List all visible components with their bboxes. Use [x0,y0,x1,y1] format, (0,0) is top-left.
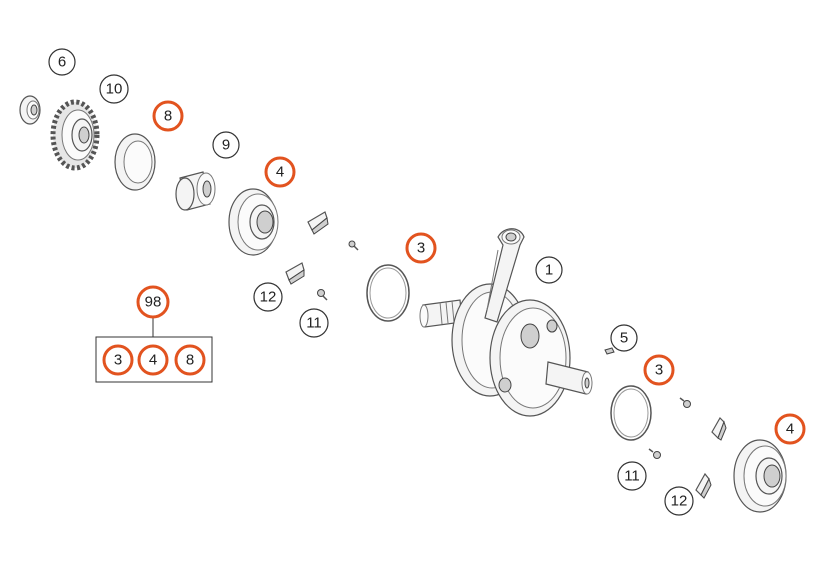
part-gear [50,99,100,171]
part-wedge-key-top [307,211,329,235]
callout-6[interactable]: 6 [48,48,76,76]
svg-text:6: 6 [58,54,66,71]
svg-text:10: 10 [106,81,123,98]
part-o-ring-right [610,385,652,441]
callout-9[interactable]: 9 [212,131,240,159]
part-wedge-key-left [285,262,305,285]
part-nut [19,95,41,125]
svg-text:12: 12 [671,493,688,510]
callout-8[interactable]: 8 [152,100,184,132]
svg-text:11: 11 [624,468,640,485]
svg-text:98: 98 [145,294,162,311]
part-small-screw-right [679,397,691,408]
callout-3-right[interactable]: 3 [643,354,675,386]
svg-text:4: 4 [149,352,157,369]
callout-11-right[interactable]: 11 [617,461,647,491]
callout-11-left[interactable]: 11 [299,308,329,338]
kit-bracket [95,317,213,383]
part-ball-bearing-right [733,439,787,513]
svg-text:1: 1 [545,262,553,279]
callout-12-right[interactable]: 12 [664,486,694,516]
callout-4-left[interactable]: 4 [264,156,296,188]
svg-text:3: 3 [417,240,425,257]
part-screw-right [648,448,661,459]
part-spacer-sleeve [175,171,216,211]
svg-text:4: 4 [786,421,794,438]
part-seal-ring [114,133,156,191]
callout-98[interactable]: 98 [136,285,170,319]
callout-10[interactable]: 10 [99,74,129,104]
callout-12-left[interactable]: 12 [253,282,283,312]
part-screw-left [317,289,328,301]
part-o-ring-mid [366,264,410,322]
callout-1[interactable]: 1 [535,256,563,284]
svg-text:9: 9 [222,137,230,154]
svg-text:11: 11 [306,315,322,332]
part-wedge-key-bottom [695,472,712,499]
part-small-screw-top [348,240,359,251]
svg-text:8: 8 [164,108,172,125]
callout-3-mid[interactable]: 3 [405,232,437,264]
callout-8-kit[interactable]: 8 [174,344,206,376]
callout-4-kit[interactable]: 4 [137,344,169,376]
svg-text:5: 5 [620,330,628,347]
callout-5[interactable]: 5 [610,324,638,352]
svg-text:3: 3 [114,352,122,369]
part-ball-bearing-left [228,188,279,256]
svg-text:12: 12 [260,289,277,306]
part-crankshaft [419,228,593,417]
callout-3-kit[interactable]: 3 [102,344,134,376]
part-wedge-key-right [711,417,727,441]
callout-4-right[interactable]: 4 [774,413,806,445]
svg-text:4: 4 [276,164,284,181]
part-pin [604,347,615,355]
svg-text:3: 3 [655,362,663,379]
svg-text:8: 8 [186,352,194,369]
